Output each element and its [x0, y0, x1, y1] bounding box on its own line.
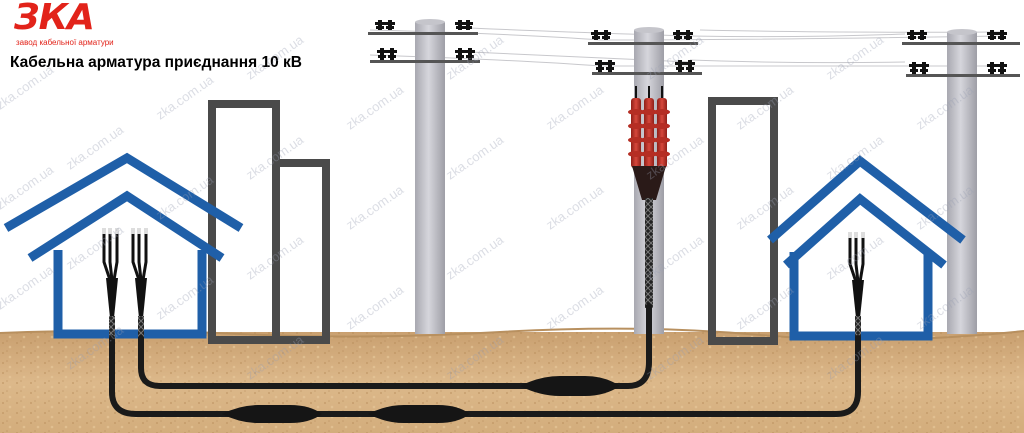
logo-tagline: завод кабельної арматури — [16, 38, 114, 47]
cable-joint-lower-1 — [222, 405, 322, 423]
watermark-text: zka.com.ua — [243, 32, 307, 83]
building-outline-left — [208, 100, 330, 344]
watermark-text: zka.com.ua — [543, 182, 607, 233]
building-outline-right — [708, 97, 778, 345]
cable-termination-left-1 — [102, 228, 119, 338]
cable-joint-upper — [520, 376, 620, 396]
watermark-text: zka.com.ua — [543, 282, 607, 333]
watermark-text: zka.com.ua — [343, 82, 407, 133]
watermark-text: zka.com.ua — [0, 262, 57, 313]
cable-joint-lower-2 — [368, 405, 470, 423]
utility-pole-3 — [902, 29, 1020, 334]
utility-pole-1 — [368, 19, 480, 334]
insulators-pole-1 — [375, 20, 475, 60]
watermark-text: zka.com.ua — [733, 82, 797, 133]
logo: ЗКА завод кабельної арматури — [14, 0, 204, 54]
watermark-text: zka.com.ua — [443, 32, 507, 83]
insulators-pole-3 — [907, 30, 1007, 74]
watermark-text: zka.com.ua — [343, 282, 407, 333]
watermark-text: zka.com.ua — [823, 32, 887, 83]
substation-house-left — [3, 152, 244, 339]
watermark-text: zka.com.ua — [443, 132, 507, 183]
watermark-text: zka.com.ua — [0, 62, 57, 113]
outdoor-cable-termination — [628, 86, 670, 308]
page-title: Кабельна арматура приєднання 10 кВ — [10, 54, 302, 71]
cable-termination-right — [848, 232, 865, 338]
underground-cable-lower — [109, 335, 861, 417]
insulators-pole-2 — [591, 30, 695, 72]
watermark-text: zka.com.ua — [543, 82, 607, 133]
cable-termination-left-2 — [131, 228, 148, 338]
watermark-text: zka.com.ua — [343, 182, 407, 233]
underground-cable-upper — [138, 303, 652, 389]
watermark-text: zka.com.ua — [443, 232, 507, 283]
watermark-text: zka.com.ua — [733, 282, 797, 333]
watermark-text: zka.com.ua — [153, 72, 217, 123]
logo-brand: ЗКА — [14, 0, 95, 38]
watermark-text: zka.com.ua — [153, 272, 217, 323]
